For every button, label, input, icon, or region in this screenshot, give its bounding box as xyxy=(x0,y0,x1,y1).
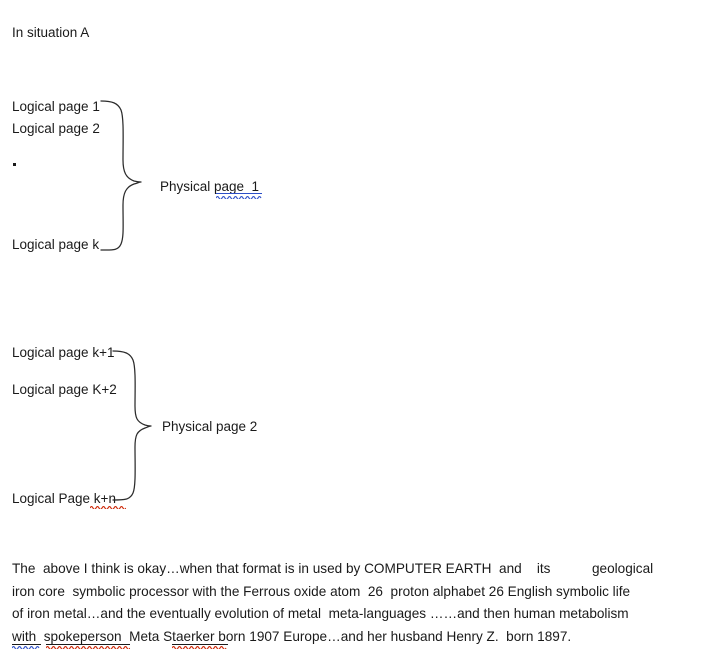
paragraph-line: with spokeperson Meta Staerker born 1907… xyxy=(12,628,572,644)
ellipsis-dot xyxy=(13,163,16,166)
brace-group-1 xyxy=(100,100,142,251)
logical-page-item: Logical page K+2 xyxy=(12,382,117,397)
logical-page-item: Logical page 2 xyxy=(12,121,100,136)
paragraph-line: of iron metal…and the eventually evoluti… xyxy=(12,606,629,621)
logical-page-item: Logical Page k+n xyxy=(12,491,116,506)
flagged-word-rule-spokeperson xyxy=(46,644,130,645)
logical-page-item: Logical page k xyxy=(12,237,100,252)
physical-page-1-label: Physical page 1 xyxy=(160,179,260,194)
logical-page-item: Logical page k+1 xyxy=(12,345,115,360)
page-heading: In situation A xyxy=(12,25,90,40)
paragraph-line: iron core symbolic processor with the Fe… xyxy=(12,583,631,599)
flagged-word-rule-staerker xyxy=(172,644,228,645)
grammar-squiggle-icon xyxy=(216,195,262,199)
brace-group-2 xyxy=(112,350,152,501)
flagged-word-rule-with xyxy=(12,644,41,645)
closing-paragraph: The above I think is okay…when that form… xyxy=(12,561,696,651)
paragraph-line: The above I think is okay…when that form… xyxy=(12,561,654,576)
grammar-rule xyxy=(216,193,262,194)
physical-page-2-label: Physical page 2 xyxy=(162,419,258,434)
logical-page-item: Logical page 1 xyxy=(12,99,100,114)
